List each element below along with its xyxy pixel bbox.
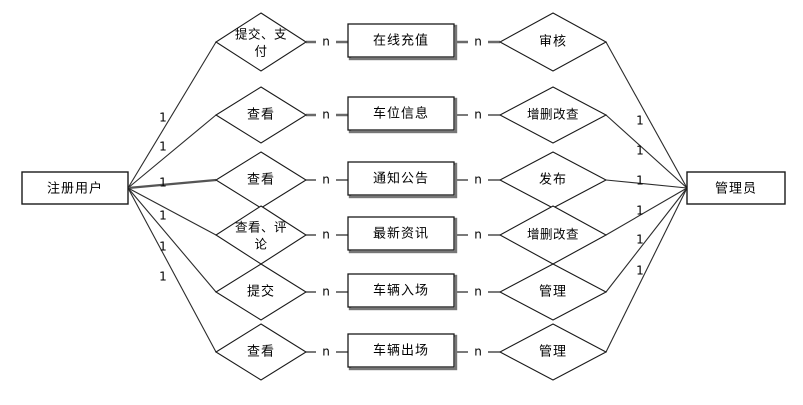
row-5-attribute-label: 车辆入场 [373,283,429,299]
row-2: 查看 车位信息 增删改查 n n 1 1 [159,86,644,158]
row-2-left-cardinality: 1 [159,140,167,154]
row-4-right-relationship-label: 增删改查 [527,227,579,242]
row-4-left-relationship-line-2: 论 [254,237,267,252]
row-2-attribute-label: 车位信息 [373,106,429,122]
row-5: 提交 车辆入场 管理 n n 1 1 [159,233,644,321]
row-2-right-outer-cardinality: 1 [636,144,644,158]
entity-registered-user[interactable]: 注册用户 [21,171,129,205]
row-6-middle-cardinality: n [322,345,330,359]
row-3-right-cardinality: n [474,173,482,187]
row-6-left-cardinality: 1 [159,270,167,284]
row-5-left-cardinality: 1 [159,240,167,254]
edges-left [127,41,217,353]
entity-administrator[interactable]: 管理员 [686,171,786,205]
row-1-left-relationship-line-1: 提交、支 [235,27,287,42]
row-6: 查看 车辆出场 管理 n n 1 1 [159,264,644,381]
row-5-right-relationship-label: 管理 [539,285,567,300]
row-1-left-cardinality: 1 [159,111,167,125]
edges-right [605,41,688,353]
row-4: 查看、评 论 最新资讯 增删改查 n n 1 1 [159,204,644,265]
row-1-right-relationship-label: 审核 [539,35,567,50]
row-6-right-relationship-label: 管理 [539,345,567,360]
row-1-left-relationship-line-2: 付 [254,44,267,59]
row-5-right-cardinality: n [474,285,482,299]
row-6-left-relationship-label: 查看 [247,344,275,360]
row-2-right-relationship-label: 增删改查 [527,107,579,122]
row-4-right-cardinality: n [474,228,482,242]
row-4-left-cardinality: 1 [159,209,167,223]
row-2-right-cardinality: n [474,108,482,122]
row-1: 提交、支 付 在线充值 审核 n n 1 1 [159,12,644,128]
entity-administrator-label: 管理员 [715,182,757,197]
row-3-right-relationship-label: 发布 [539,172,567,188]
row-1-middle-cardinality: n [322,35,330,49]
row-3: 查看 通知公告 发布 n n 1 1 [159,151,644,209]
entity-registered-user-label: 注册用户 [47,181,103,197]
row-4-attribute-label: 最新资讯 [373,226,429,242]
row-3-middle-cardinality: n [322,173,330,187]
row-4-left-relationship-line-1: 查看、评 [235,220,287,235]
row-2-middle-cardinality: n [322,108,330,122]
row-3-right-outer-cardinality: 1 [636,174,644,188]
row-6-right-outer-cardinality: 1 [636,264,644,278]
row-2-left-relationship-label: 查看 [247,107,275,123]
row-5-right-outer-cardinality: 1 [636,233,644,247]
row-3-attribute-label: 通知公告 [373,171,429,187]
row-5-left-relationship-label: 提交 [247,284,275,300]
row-3-left-relationship-label: 查看 [247,172,275,188]
row-5-middle-cardinality: n [322,285,330,299]
row-1-right-cardinality: n [474,35,482,49]
row-6-right-cardinality: n [474,345,482,359]
row-6-attribute-label: 车辆出场 [373,343,429,359]
row-4-middle-cardinality: n [322,228,330,242]
row-1-right-outer-cardinality: 1 [636,114,644,128]
row-1-attribute-label: 在线充值 [373,33,429,49]
row-3-left-cardinality: 1 [159,176,167,190]
row-4-right-outer-cardinality: 1 [636,204,644,218]
